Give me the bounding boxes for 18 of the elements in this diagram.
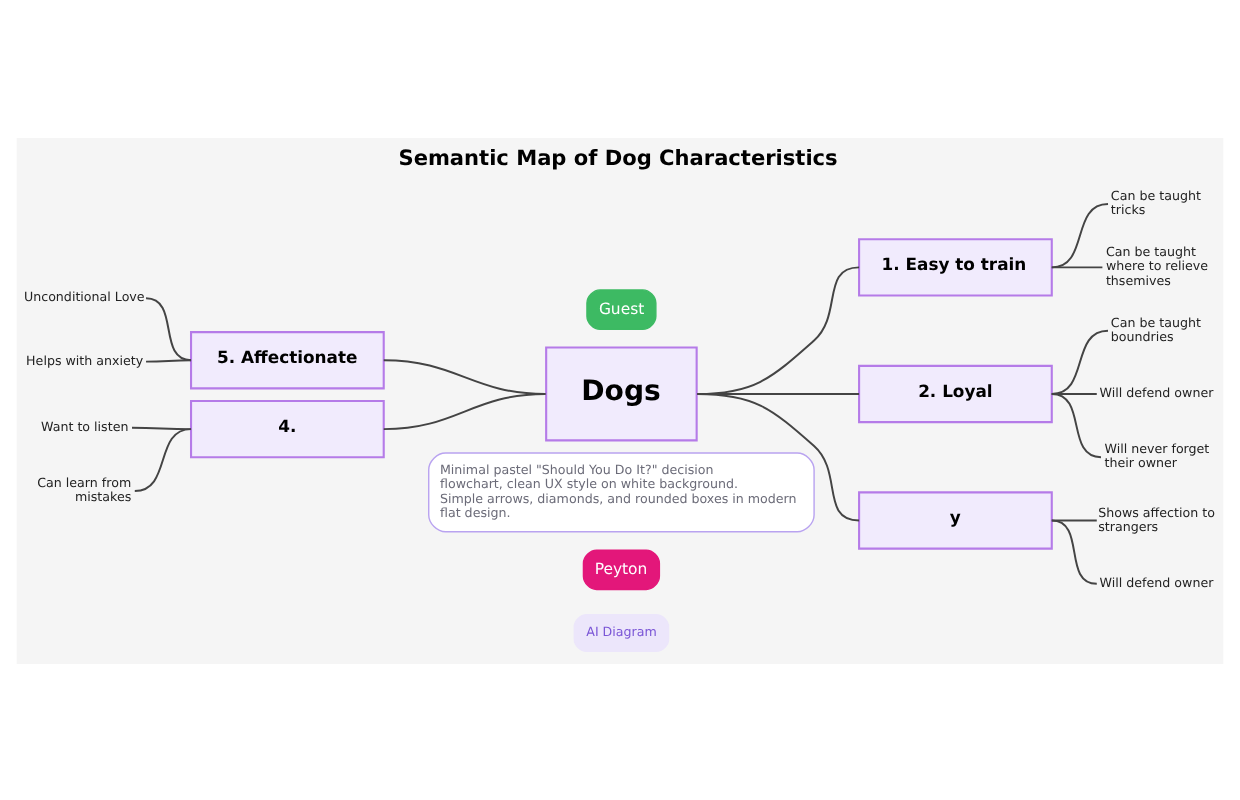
connector	[131, 425, 193, 430]
node-box: 2. Loyal	[858, 363, 1053, 423]
connector	[1050, 265, 1104, 268]
node-box: 5. Affectionate	[190, 330, 385, 389]
node-box: y	[858, 490, 1053, 549]
node-box: 4.	[190, 398, 385, 458]
node-box: 1. Easy to train	[858, 237, 1053, 296]
connector	[145, 358, 193, 362]
connector	[382, 392, 547, 430]
connector	[1050, 392, 1102, 458]
node-box: Dogs	[545, 345, 698, 441]
connector	[133, 427, 193, 491]
connector	[696, 392, 861, 521]
diagram-title: Semantic Map of Dog Characteristics	[398, 145, 838, 170]
connector	[1050, 518, 1098, 584]
connector	[1050, 328, 1109, 394]
connector	[145, 296, 193, 361]
connector	[1050, 202, 1109, 268]
